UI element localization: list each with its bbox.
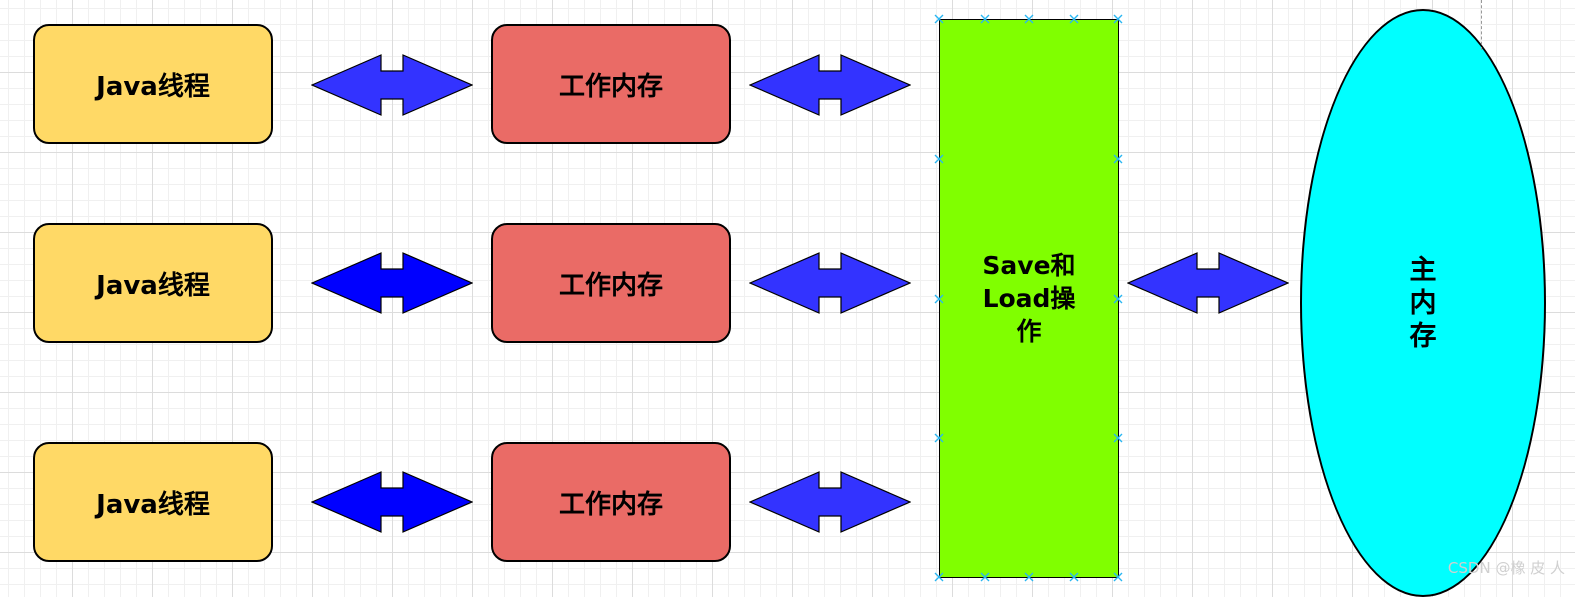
double-arrow-thread-3[interactable] bbox=[311, 471, 473, 533]
double-arrow-thread-1[interactable] bbox=[311, 54, 473, 116]
save-load-label: Save和Load操作 bbox=[982, 251, 1076, 346]
double-arrow-memory-2[interactable] bbox=[749, 252, 911, 314]
double-arrow-memory-3[interactable] bbox=[749, 471, 911, 533]
java-thread-box-2[interactable]: Java线程 bbox=[33, 223, 273, 343]
working-memory-box-1[interactable]: 工作内存 bbox=[491, 24, 731, 144]
save-load-operation-block[interactable]: Save和Load操作 bbox=[939, 19, 1119, 578]
double-arrow-main-memory[interactable] bbox=[1127, 252, 1289, 314]
watermark: CSDN @橡 皮 人 bbox=[1447, 559, 1565, 577]
double-arrow-memory-1[interactable] bbox=[749, 54, 911, 116]
main-memory-label: 主内存 bbox=[1409, 254, 1437, 352]
double-arrow-thread-2[interactable] bbox=[311, 252, 473, 314]
working-memory-box-3[interactable]: 工作内存 bbox=[491, 442, 731, 562]
guide-line bbox=[1481, 0, 1482, 50]
java-thread-box-1[interactable]: Java线程 bbox=[33, 24, 273, 144]
working-memory-box-2[interactable]: 工作内存 bbox=[491, 223, 731, 343]
main-memory-ellipse[interactable]: 主内存 bbox=[1300, 9, 1546, 597]
java-thread-box-3[interactable]: Java线程 bbox=[33, 442, 273, 562]
